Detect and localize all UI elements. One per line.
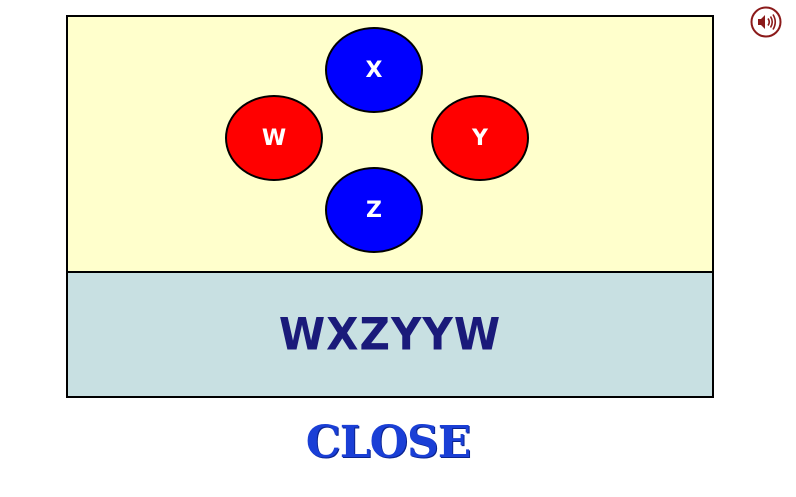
- close-button[interactable]: CLOSE: [305, 416, 472, 468]
- speaker-icon: [750, 6, 782, 38]
- circle-label: Z: [366, 197, 382, 223]
- circle-y[interactable]: Y: [431, 95, 529, 181]
- sound-button[interactable]: [750, 6, 782, 38]
- circle-z[interactable]: Z: [325, 167, 423, 253]
- circle-label: W: [261, 125, 287, 151]
- circle-x[interactable]: X: [325, 27, 423, 113]
- play-area: X W Y Z: [68, 17, 712, 273]
- circle-label: Y: [472, 125, 488, 151]
- puzzle-board: X W Y Z WXZYYW: [66, 15, 714, 398]
- circle-w[interactable]: W: [225, 95, 323, 181]
- circle-label: X: [365, 57, 383, 83]
- answer-sequence: WXZYYW: [278, 308, 502, 361]
- answer-panel: WXZYYW: [68, 273, 712, 396]
